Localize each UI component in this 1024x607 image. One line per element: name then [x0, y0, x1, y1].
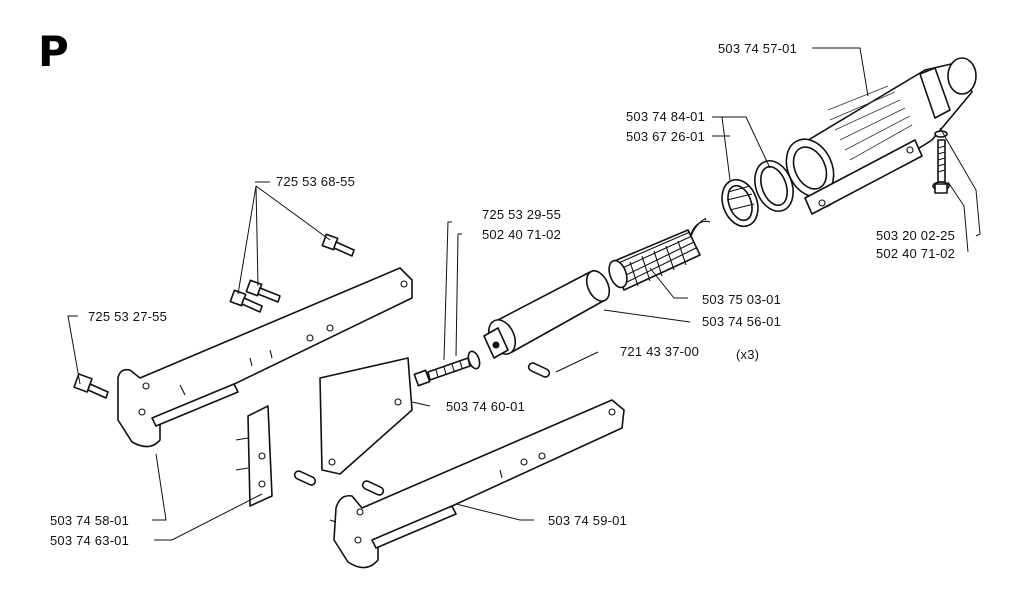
- label-503-20-02-25: 503 20 02-25: [876, 228, 956, 243]
- screw-725-53-27-55-part: [73, 373, 109, 399]
- triangle-plate-part: [319, 357, 413, 475]
- label-503-75-03-01: 503 75 03-01: [702, 292, 782, 307]
- screw-725-53-68-55-part: [229, 233, 355, 313]
- label-725-53-68-55: 725 53 68-55: [276, 174, 356, 189]
- section-letter: P: [38, 27, 69, 76]
- lower-bracket-arm-part: [329, 399, 625, 569]
- label-503-67-26-01: 503 67 26-01: [626, 129, 706, 144]
- upper-bracket-arm-part: [117, 267, 413, 448]
- pin-part: [293, 362, 551, 496]
- label-503-74-63-01: 503 74 63-01: [50, 533, 130, 548]
- label-721-43-37-00: 721 43 37-00: [620, 344, 700, 359]
- bolt-725-53-29-55-part: [413, 350, 481, 387]
- label-503-74-58-01: 503 74 58-01: [50, 513, 130, 528]
- ring-503-67-26-01-part: [721, 178, 759, 228]
- bolt-503-20-02-25-part: [932, 130, 950, 194]
- small-plate-part: [235, 405, 273, 507]
- main-tube-part: [785, 57, 977, 215]
- cylinder-part: [483, 270, 611, 359]
- ring-503-74-84-01-part: [754, 160, 794, 212]
- leader-lines: [67, 47, 981, 541]
- label-725-53-27-55: 725 53 27-55: [88, 309, 168, 324]
- label-725-53-29-55: 725 53 29-55: [482, 207, 562, 222]
- label-503-74-56-01: 503 74 56-01: [702, 314, 782, 329]
- spring-part: [608, 218, 711, 291]
- label-503-74-57-01: 503 74 57-01: [718, 41, 798, 56]
- label-503-74-84-01: 503 74 84-01: [626, 109, 706, 124]
- label-503-74-59-01: 503 74 59-01: [548, 513, 628, 528]
- label-502-40-71-02-right: 502 40 71-02: [876, 246, 956, 261]
- label-502-40-71-02-mid: 502 40 71-02: [482, 227, 562, 242]
- label-503-74-60-01: 503 74 60-01: [446, 399, 526, 414]
- label-qty-x3: (x3): [736, 347, 760, 362]
